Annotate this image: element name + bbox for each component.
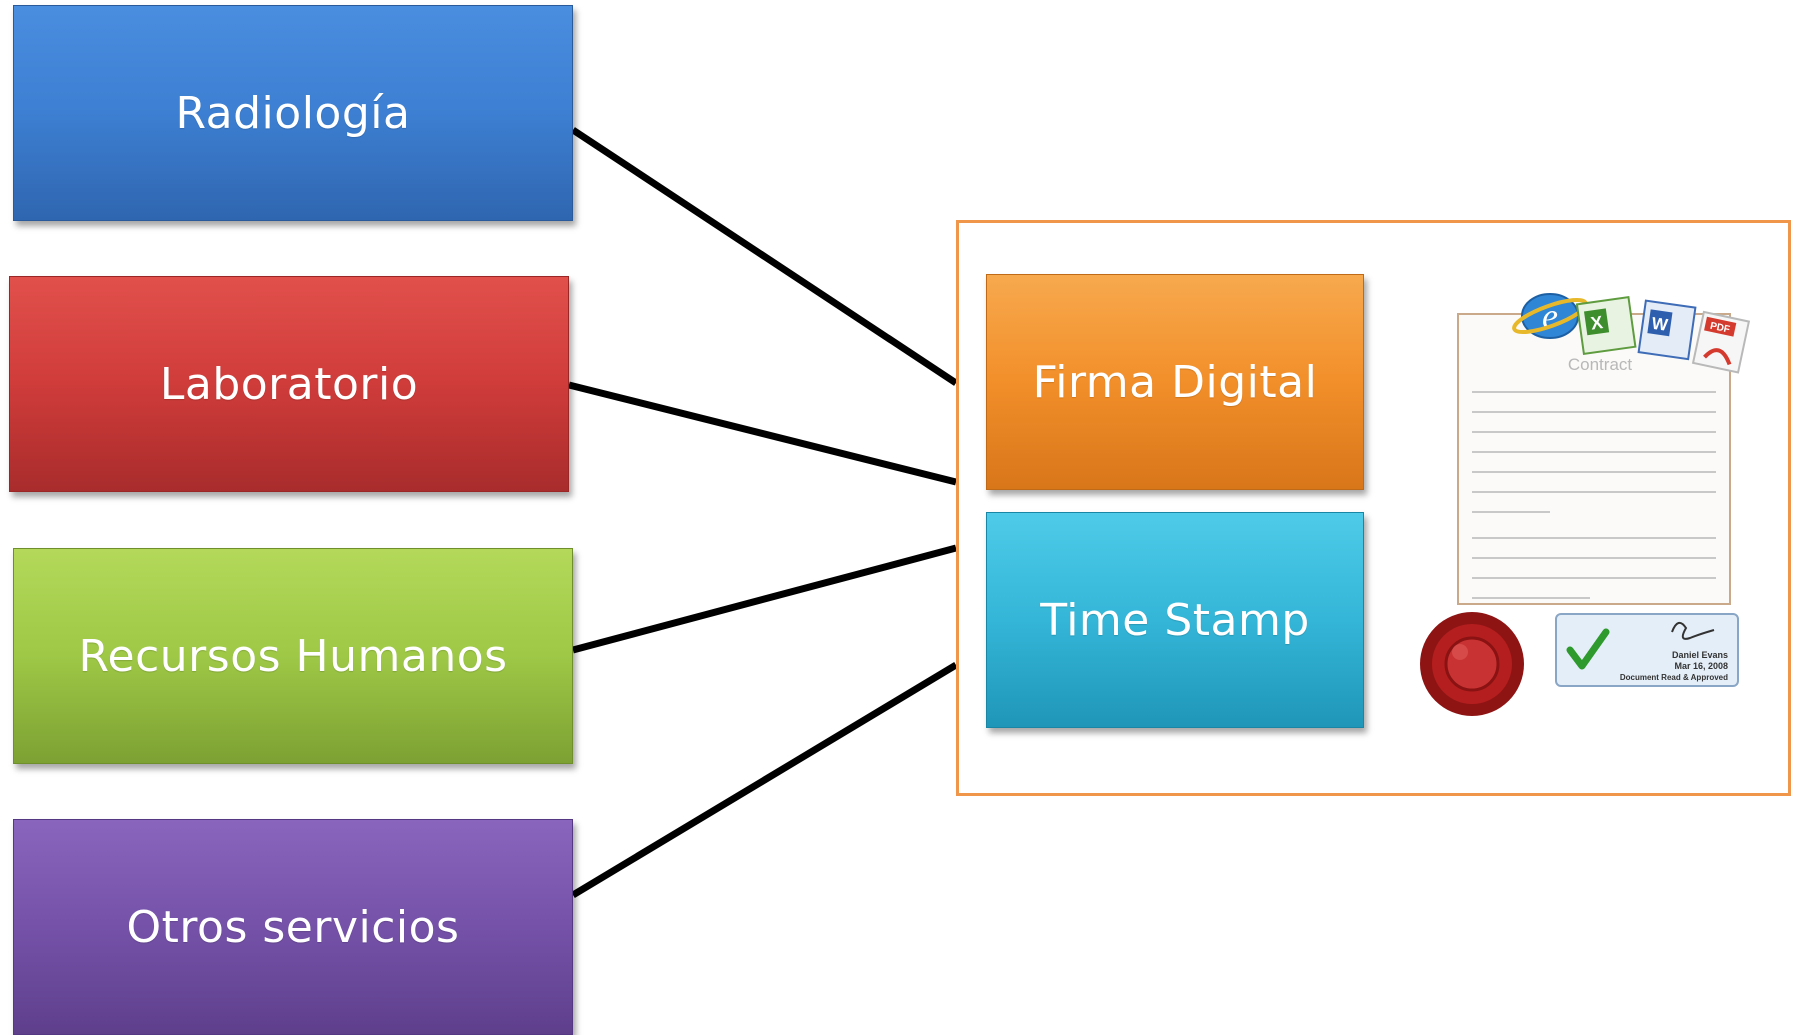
signed-contract-illustration: Contract e X W PDF — [1420, 293, 1751, 716]
firma-digital-box: Firma Digital — [986, 274, 1364, 490]
excel-icon: X — [1575, 296, 1637, 356]
contract-text-lines — [1472, 391, 1716, 599]
connector-otros-servicios — [571, 661, 958, 899]
contract-title: Contract — [1568, 355, 1633, 374]
laboratorio-label: Laboratorio — [159, 358, 419, 410]
time-stamp-label: Time Stamp — [1040, 594, 1310, 646]
svg-text:X: X — [1589, 312, 1604, 333]
connector-laboratorio — [568, 381, 957, 486]
signature-checkmark-icon: Daniel Evans Mar 16, 2008 Document Read … — [1555, 613, 1739, 687]
time-stamp-box: Time Stamp — [986, 512, 1364, 728]
connector-recursos-humanos — [572, 544, 957, 654]
signer-name: Daniel Evans — [1672, 650, 1728, 660]
approval-text: Document Read & Approved — [1620, 673, 1728, 682]
firma-digital-label: Firma Digital — [1032, 356, 1318, 408]
recursos-humanos-box: Recursos Humanos — [13, 548, 573, 764]
pdf-icon: PDF — [1691, 310, 1751, 374]
recursos-humanos-label: Recursos Humanos — [78, 630, 508, 682]
word-icon: W — [1637, 299, 1697, 361]
svg-text:W: W — [1650, 314, 1669, 335]
otros-servicios-box: Otros servicios — [13, 819, 573, 1035]
radiologia-label: Radiología — [175, 87, 411, 139]
wax-seal-icon — [1420, 612, 1524, 716]
connector-radiologia — [571, 127, 958, 386]
radiologia-box: Radiología — [13, 5, 573, 221]
contract-paper — [1457, 313, 1731, 605]
laboratorio-box: Laboratorio — [9, 276, 569, 492]
signed-date: Mar 16, 2008 — [1674, 661, 1728, 671]
svg-text:PDF: PDF — [1709, 321, 1731, 336]
otros-servicios-label: Otros servicios — [126, 901, 460, 953]
